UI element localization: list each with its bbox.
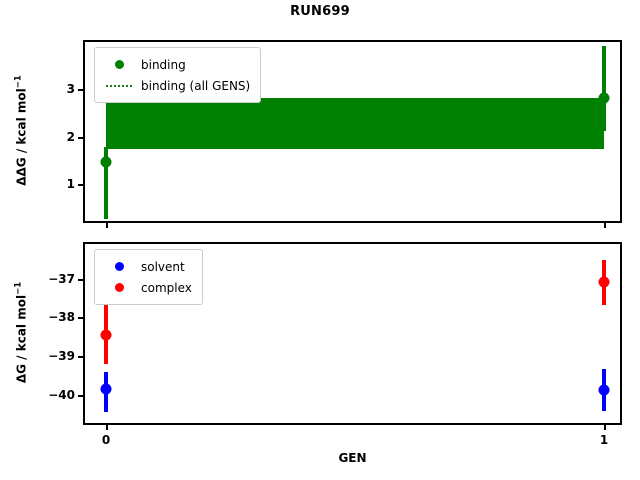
legend-item-binding[interactable]: binding xyxy=(103,54,250,75)
ytick-label-top-1: 1 xyxy=(66,177,75,191)
ytick-mark-top-3 xyxy=(78,89,85,91)
bottom-plot-area xyxy=(85,244,620,423)
datapoint-solvent-gen1 xyxy=(598,384,610,396)
ytick-mark-bottom-m38 xyxy=(78,317,85,319)
figure-title: RUN699 xyxy=(290,4,350,19)
datapoint-binding-gen1 xyxy=(598,92,610,104)
legend-label-solvent: solvent xyxy=(141,259,185,274)
chart-panel-dg: −37 −38 −39 −40 0 1 ΔG / kcal mol−1 GEN xyxy=(14,242,622,465)
xtick-mark-bottom-1 xyxy=(604,423,606,430)
ytick-label-top-2: 2 xyxy=(66,130,75,144)
chart-panel-binding: 3 2 1 ΔΔG / kcal mol−1 xyxy=(14,40,622,228)
xtick-mark-top-0 xyxy=(106,221,108,228)
y-axis-label-top-text: ΔΔG / kcal mol xyxy=(14,87,29,186)
y-axis-label-bottom-exponent: −1 xyxy=(13,281,24,295)
ytick-label-bottom-m37: −37 xyxy=(48,272,75,286)
ytick-mark-top-1 xyxy=(78,184,85,186)
xtick-label-bottom-1: 1 xyxy=(599,433,609,447)
legend-bottom[interactable]: solvent complex xyxy=(94,249,203,305)
legend-label-binding: binding xyxy=(141,57,186,72)
legend-marker-dot-icon xyxy=(103,60,135,69)
ytick-label-bottom-m39: −39 xyxy=(48,349,75,363)
top-plot-area xyxy=(85,42,620,221)
legend-marker-dot-complex-icon xyxy=(103,283,135,292)
datapoint-solvent-gen0 xyxy=(100,383,112,395)
xtick-label-bottom-0: 0 xyxy=(101,433,111,447)
ytick-mark-bottom-m39 xyxy=(78,356,85,358)
ytick-mark-bottom-m37 xyxy=(78,279,85,281)
ytick-mark-top-2 xyxy=(78,137,85,139)
y-axis-label-bottom: ΔG / kcal mol−1 xyxy=(14,267,29,397)
legend-item-complex[interactable]: complex xyxy=(103,277,192,298)
y-axis-label-top: ΔΔG / kcal mol−1 xyxy=(14,65,29,195)
binding-all-gens-band xyxy=(106,98,604,149)
legend-top[interactable]: binding binding (all GENS) xyxy=(94,47,262,103)
binding-all-gens-line xyxy=(106,124,604,126)
xtick-mark-bottom-0 xyxy=(106,423,108,430)
legend-item-solvent[interactable]: solvent xyxy=(103,256,192,277)
legend-label-binding-all-gens: binding (all GENS) xyxy=(141,78,251,93)
legend-marker-dotted-line-icon xyxy=(103,84,135,87)
legend-marker-dot-solvent-icon xyxy=(103,262,135,271)
errorbar-binding-gen1 xyxy=(602,46,606,131)
datapoint-complex-gen0 xyxy=(100,329,112,341)
errorbar-binding-gen0 xyxy=(104,147,108,219)
ytick-label-top-3: 3 xyxy=(66,82,75,96)
ytick-label-bottom-m38: −38 xyxy=(48,310,75,324)
datapoint-binding-gen0 xyxy=(100,156,112,168)
y-axis-label-top-exponent: −1 xyxy=(13,74,24,88)
x-axis-label: GEN xyxy=(338,451,367,465)
ytick-label-bottom-m40: −40 xyxy=(48,388,75,402)
datapoint-complex-gen1 xyxy=(598,276,610,288)
ytick-mark-bottom-m40 xyxy=(78,395,85,397)
y-axis-label-bottom-text: ΔG / kcal mol xyxy=(14,294,29,383)
legend-label-complex: complex xyxy=(141,280,192,295)
legend-item-binding-all-gens[interactable]: binding (all GENS) xyxy=(103,75,250,96)
xtick-mark-top-1 xyxy=(604,221,606,228)
